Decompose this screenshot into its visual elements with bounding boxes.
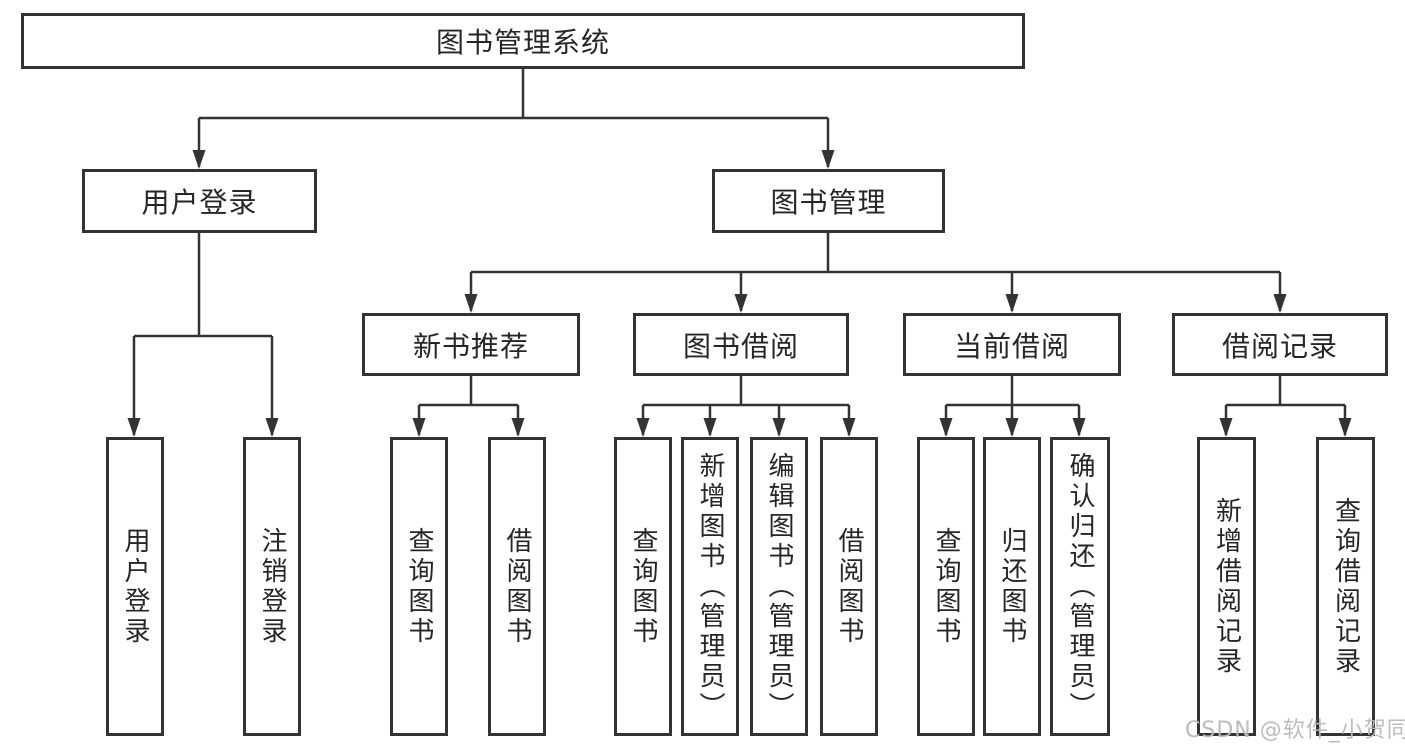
leaf-query-borrow-record-label: 查询借阅记录 xyxy=(1330,496,1361,677)
leaf-add-borrow-record: 新增借阅记录 xyxy=(1197,437,1256,736)
leaf-user-login: 用户登录 xyxy=(106,437,164,736)
leaf-query-books-recommend: 查询图书 xyxy=(390,437,448,736)
leaf-edit-book-admin-label: 编辑图书（管理员） xyxy=(764,451,794,722)
csdn-watermark: CSDN @软件_小贺同学 xyxy=(1185,718,1405,743)
leaf-return-book-label: 归还图书 xyxy=(997,526,1027,647)
leaf-query-books-current-label: 查询图书 xyxy=(931,526,961,647)
leaf-logout-label: 注销登录 xyxy=(257,526,287,647)
leaf-borrow-books-borrow: 借阅图书 xyxy=(820,437,878,736)
leaf-query-books-borrow: 查询图书 xyxy=(614,437,672,736)
leaf-logout: 注销登录 xyxy=(243,437,301,736)
leaf-add-book-admin: 新增图书（管理员） xyxy=(681,437,739,736)
leaf-borrow-books-borrow-label: 借阅图书 xyxy=(834,526,864,647)
leaf-query-borrow-record: 查询借阅记录 xyxy=(1316,437,1375,736)
leaf-user-login-label: 用户登录 xyxy=(120,526,150,647)
node-book-management: 图书管理 xyxy=(712,169,945,233)
leaf-return-book: 归还图书 xyxy=(983,437,1041,736)
node-current-borrow: 当前借阅 xyxy=(903,313,1121,376)
leaf-add-book-admin-label: 新增图书（管理员） xyxy=(695,451,725,722)
leaf-add-borrow-record-label: 新增借阅记录 xyxy=(1211,496,1242,677)
node-borrow-records: 借阅记录 xyxy=(1172,313,1388,376)
leaf-borrow-books-recommend: 借阅图书 xyxy=(488,437,546,736)
leaf-confirm-return-admin-label: 确认归还（管理员） xyxy=(1065,451,1095,722)
node-book-borrow: 图书借阅 xyxy=(633,313,849,376)
node-user-login: 用户登录 xyxy=(82,169,317,233)
leaf-edit-book-admin: 编辑图书（管理员） xyxy=(750,437,808,736)
leaf-query-books-current: 查询图书 xyxy=(917,437,975,736)
leaf-query-books-borrow-label: 查询图书 xyxy=(628,526,658,647)
node-new-book-recommend: 新书推荐 xyxy=(362,313,580,376)
node-root: 图书管理系统 xyxy=(21,13,1025,69)
leaf-query-books-recommend-label: 查询图书 xyxy=(404,526,434,647)
leaf-borrow-books-recommend-label: 借阅图书 xyxy=(502,526,532,647)
leaf-confirm-return-admin: 确认归还（管理员） xyxy=(1050,437,1110,736)
